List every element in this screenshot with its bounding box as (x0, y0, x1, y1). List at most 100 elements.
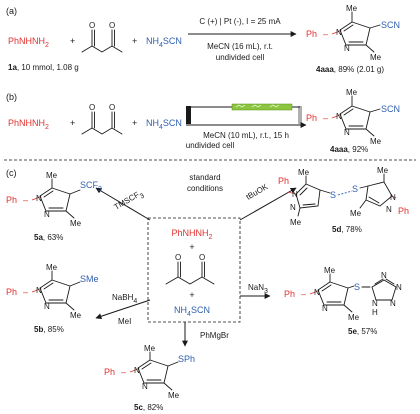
nitrogen-label: N (390, 193, 396, 202)
product-5b: Ph – N N Me Me SMe (6, 263, 99, 320)
panel-b: (b) PhNHNH2 + O O + NH4SCN MeCN (10 mL),… (6, 88, 400, 154)
nitrogen-label: N (44, 302, 50, 311)
panel-c-label: (c) (6, 168, 17, 178)
arrow-to-5d (239, 187, 297, 221)
product-5a: Ph – N N Me Me SCF3 (6, 171, 102, 228)
oxygen-label: O (109, 21, 115, 30)
panel-b-acetylacetone: O O (81, 103, 123, 135)
arrow-to-5b (95, 299, 151, 320)
oxygen-label: O (175, 253, 181, 262)
panel-b-hydrazine: PhNHNH2 (8, 118, 49, 131)
nitrogen-label: N (386, 205, 392, 214)
label-5c: 5c, 82% (134, 403, 163, 412)
center-dashed-box (147, 217, 241, 323)
nitrogen-label: N (142, 382, 148, 391)
svg-text:–: – (23, 287, 28, 297)
svg-text:–: – (23, 195, 28, 205)
sulfur-label-2: S (352, 184, 358, 194)
tetrazole-n3: N (390, 299, 396, 308)
panel-b-product-pyrazole: Ph – N N Me Me SCN (306, 88, 400, 146)
center-plus-1: + (189, 242, 194, 252)
phenyl-label: Ph (398, 206, 409, 216)
electrode-right (298, 106, 302, 124)
phenyl-label: Ph (6, 195, 17, 205)
reagent-5e: NaN3 (248, 283, 268, 295)
center-title-1: standard (189, 173, 220, 182)
nitrogen-label: N (36, 286, 42, 295)
methyl-label: Me (346, 88, 358, 97)
phenyl-label: Ph (306, 113, 317, 123)
label-5d: 5d, 78% (332, 225, 362, 234)
panel-b-plus-1: + (70, 118, 75, 128)
sulfur-label: S (354, 282, 360, 292)
reagent-5b-2: MeI (118, 317, 131, 326)
reagent-5d: tBuOK (245, 182, 270, 202)
label-5e: 5e, 57% (348, 327, 377, 336)
methyl-label: Me (324, 266, 336, 275)
reagent-5c: PhMgBr (200, 331, 229, 340)
nitrogen-label: N (290, 203, 296, 212)
methyl-label: Me (70, 219, 82, 228)
product-5e: Ph – N N Me Me S N N N N H (284, 266, 402, 322)
nitrogen-label: N (344, 44, 350, 53)
methyl-label: Me (144, 344, 156, 353)
tetrazole-nh: N (372, 299, 378, 308)
dash: – (323, 29, 328, 39)
product-5d: Ph N N Me Me S S Me Me N N Ph (278, 166, 409, 227)
sph-group: SPh (178, 354, 195, 364)
scn-group: SCN (381, 104, 400, 114)
panel-a-product-label: 4aaa, 89% (2.01 g) (316, 65, 384, 74)
methyl-label: Me (290, 218, 302, 227)
methyl-label: Me (168, 391, 180, 400)
panel-a-hydrazine: PhNHNH2 (8, 36, 49, 49)
panel-c: (c) standard conditions PhNHNH2 + O O + … (6, 166, 409, 412)
tetrazole-n2: N (396, 283, 402, 292)
sulfur-label-1: S (330, 190, 336, 200)
methyl-label: Me (46, 171, 58, 180)
scn-group: SCN (381, 20, 400, 30)
reagent-5b-1: NaBH4 (112, 293, 137, 305)
panel-a-plus-1: + (70, 36, 75, 46)
panel-b-thiocyanate: NH4SCN (146, 118, 182, 131)
phenyl-label: Ph (284, 289, 295, 299)
phenyl-label: Ph (278, 176, 289, 186)
panel-a-plus-2: + (132, 36, 137, 46)
methyl-label: Me (370, 53, 382, 62)
dash: – (323, 113, 328, 123)
phenyl-label: Ph (104, 367, 115, 377)
methyl-label: Me (370, 137, 382, 146)
panel-b-plus-2: + (132, 118, 137, 128)
center-plus-2: + (189, 290, 194, 300)
panel-b-product-label: 4aaa, 92% (330, 145, 368, 154)
phenyl-label: Ph (6, 287, 17, 297)
panel-b-electrode-arrow (186, 103, 307, 128)
tetrazole-n1: N (381, 271, 387, 280)
nitrogen-label: N (292, 190, 298, 199)
center-thiocyanate: NH4SCN (174, 305, 210, 318)
nitrogen-label: N (336, 112, 342, 121)
methyl-label: Me (46, 263, 58, 272)
panel-a-product-pyrazole: Ph – N N Me Me SCN (306, 4, 400, 62)
panel-a-thiocyanate: NH4SCN (146, 36, 182, 49)
methyl-label: Me (377, 166, 389, 175)
methyl-label: Me (298, 168, 310, 177)
panel-b-label: (b) (6, 92, 17, 102)
tetrazole-h: H (372, 308, 378, 317)
reagent-5a: TMSCF3 (113, 188, 146, 214)
panel-b-conditions-line-2: undivided cell (186, 141, 235, 150)
panel-a-conditions-top: C (+) | Pt (-), I = 25 mA (199, 17, 281, 26)
panel-a-label: (a) (6, 6, 17, 16)
nitrogen-label: N (44, 210, 50, 219)
phenyl-label: Ph (306, 29, 317, 39)
arrow-to-5a (95, 187, 151, 221)
nitrogen-label: N (134, 366, 140, 375)
sme-group: SMe (80, 274, 99, 284)
center-title-2: conditions (187, 184, 223, 193)
panel-a-acetylacetone: O O (81, 21, 123, 53)
methyl-label: Me (346, 4, 358, 13)
electrode-green-bar (231, 103, 293, 111)
scf3-group: SCF3 (80, 180, 102, 193)
center-acetylacetone: O O (165, 253, 215, 285)
oxygen-label: O (199, 253, 205, 262)
